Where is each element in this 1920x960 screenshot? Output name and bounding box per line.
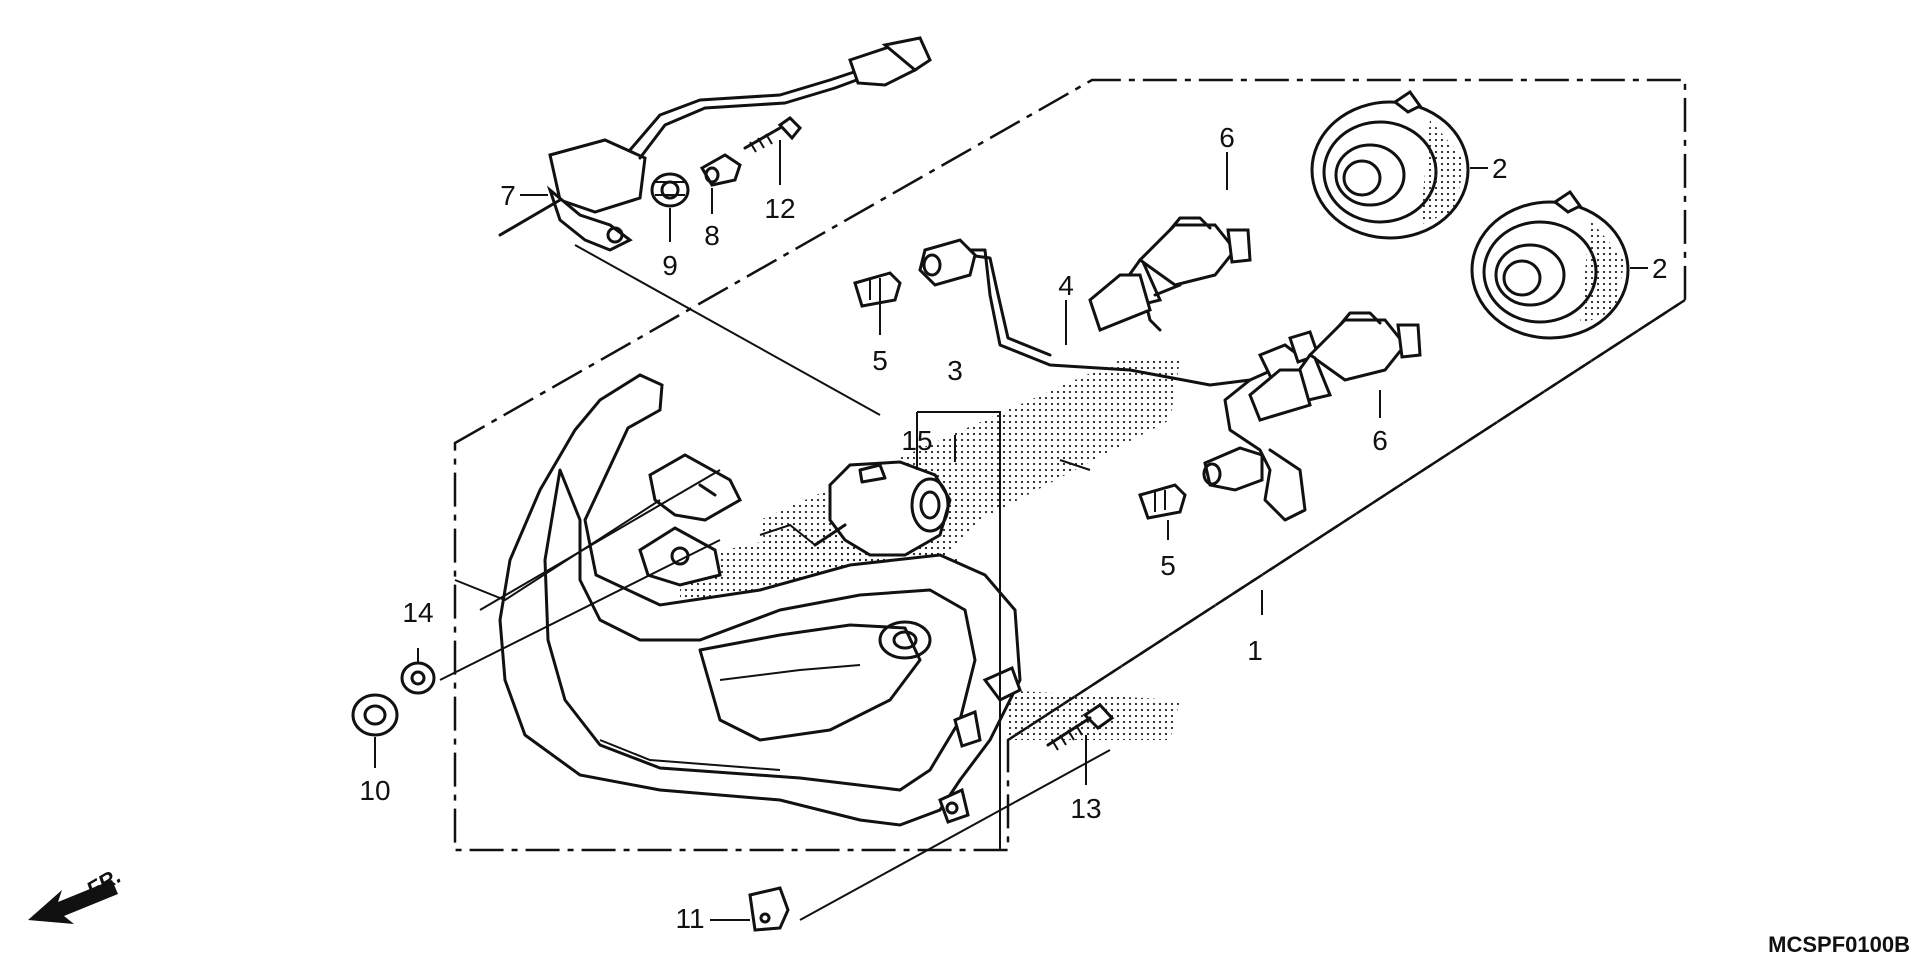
callout-14: 14 xyxy=(402,597,433,628)
headlight-bulb-upper xyxy=(1088,216,1252,332)
callout-8: 8 xyxy=(704,220,720,251)
front-direction-indicator: FR. xyxy=(28,863,125,924)
adjuster-motor xyxy=(759,460,952,557)
callout-5-lower: 5 xyxy=(1160,550,1176,581)
assembly-boundary xyxy=(453,78,1687,852)
callout-13: 13 xyxy=(1070,793,1101,824)
callouts: 1 2 2 3 4 5 5 6 6 7 8 9 10 11 12 13 14 1… xyxy=(359,122,1667,934)
callout-4: 4 xyxy=(1058,270,1074,301)
callout-6-upper: 6 xyxy=(1219,122,1235,153)
callout-5-upper: 5 xyxy=(872,345,888,376)
front-arrow-icon xyxy=(28,880,118,924)
callout-12: 12 xyxy=(764,193,795,224)
grommet-10 xyxy=(351,693,399,737)
collar-8 xyxy=(699,153,742,187)
callout-3: 3 xyxy=(947,355,963,386)
position-bulb-upper xyxy=(853,271,902,308)
clip-11 xyxy=(748,886,790,932)
bolt-13 xyxy=(1046,703,1115,751)
position-bulb-lower xyxy=(1138,483,1187,520)
diagram-code: MCSPF0100B xyxy=(1768,932,1910,957)
bulb-cover-lower xyxy=(1470,189,1630,340)
callout-1: 1 xyxy=(1247,635,1263,666)
harness xyxy=(918,238,1320,522)
bulb-cover-upper xyxy=(1310,89,1470,240)
nut-14 xyxy=(400,661,436,695)
callout-2-lower: 2 xyxy=(1652,253,1668,284)
callout-9: 9 xyxy=(662,250,678,281)
leader-lines xyxy=(374,140,1648,921)
callout-15: 15 xyxy=(901,425,932,456)
sensor-unit xyxy=(498,36,932,416)
callout-11: 11 xyxy=(675,903,704,934)
bolt-12 xyxy=(743,116,803,153)
callout-7: 7 xyxy=(500,180,516,211)
callout-10: 10 xyxy=(359,775,390,806)
callout-6-lower: 6 xyxy=(1372,425,1388,456)
callout-2-upper: 2 xyxy=(1492,153,1508,184)
headlight-bulb-lower xyxy=(1248,311,1422,422)
grommet-9 xyxy=(650,172,690,208)
